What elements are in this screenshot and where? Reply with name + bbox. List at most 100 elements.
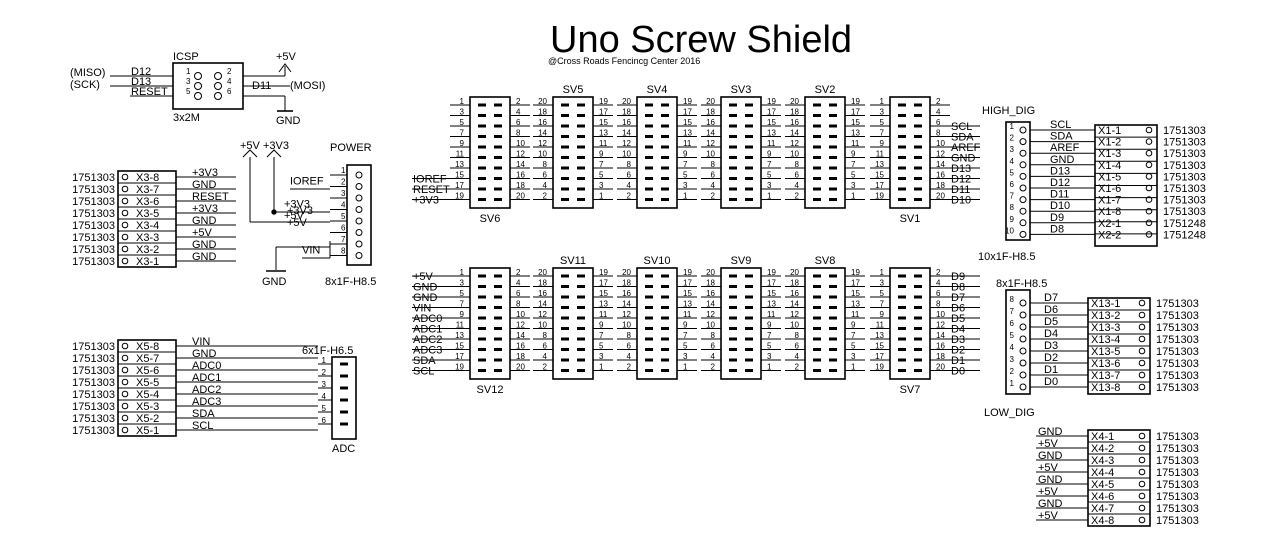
part-number: 1751303 [1156,334,1199,346]
pin-number: 3 [186,77,191,86]
net-label: ADC2 [192,384,221,396]
pin-number: 14 [516,160,525,169]
pin-circle [214,72,222,80]
pin-number: 1 [460,268,465,277]
pin-number: 4 [627,352,632,361]
pin-number: 8 [627,160,632,169]
terminal-name: X1-3 [1098,148,1121,160]
pin-number: 6 [227,87,232,96]
pin-number: 20 [622,97,631,106]
terminal-name: X3-7 [136,184,159,196]
pin-number: 7 [683,160,688,169]
terminal-name: X5-6 [136,365,159,377]
pin-number: 10 [516,139,525,148]
terminal-name: X4-7 [1091,503,1114,515]
pin-number: 6 [543,171,548,180]
pin-number: 11 [851,139,860,148]
terminal-name: X5-3 [136,401,159,413]
pin-number: 2 [936,268,941,277]
pin-number: 8 [543,331,548,340]
pin-number: 18 [936,352,945,361]
pin-number: 6 [322,416,327,425]
net-label: ADC1 [192,372,221,384]
net-label: D6 [1044,304,1058,316]
net-label: GND [1050,154,1075,166]
part-number: 1751303 [1163,148,1206,160]
header-body [636,96,678,209]
net-label: GND [192,179,217,191]
part-number: 1751303 [72,401,115,413]
pin-number: 5 [851,171,856,180]
net-label: RESET [131,86,168,98]
pin-number: 12 [790,310,799,319]
pin-number: 17 [599,279,608,288]
pin-number: 17 [455,181,464,190]
part-number: 1751303 [1156,431,1199,443]
terminal-name: X3-5 [136,208,159,220]
supply-symbol [278,63,292,73]
pin-number: 9 [599,321,604,330]
terminal-name: X13-4 [1091,334,1120,346]
net-label: ADC1 [413,324,442,336]
screw-icon [1138,432,1146,440]
pin-number: 2 [795,363,800,372]
pin-number: 20 [516,363,525,372]
pin-circle [1019,219,1027,227]
pin-number: 12 [790,139,799,148]
pin-number: 13 [599,129,608,138]
signal-note: (MOSI) [290,80,325,92]
pin-number: 14 [622,129,631,138]
pin-number: 9 [683,321,688,330]
terminal-name: X5-5 [136,377,159,389]
high-dig-value: 10x1F-H8.5 [978,251,1035,263]
net-label: GND [1038,426,1063,438]
pin-number: 15 [767,118,776,127]
screw-icon [1138,456,1146,464]
terminal-name: X4-5 [1091,479,1114,491]
pin-number: 5 [851,342,856,351]
net-label: IOREF [413,174,447,186]
terminal-name: X5-4 [136,389,159,401]
net-label: D13 [951,163,971,175]
net-label: +5V [284,210,305,222]
net-label: SCL [951,121,972,133]
pin-number: 20 [706,97,715,106]
pin-number: 2 [627,363,632,372]
net-label: D12 [131,66,151,78]
net-label: D9 [1050,212,1064,224]
pin-number: 9 [767,321,772,330]
pin-number: 6 [711,342,716,351]
pin-number: 19 [767,268,776,277]
pin-number: 18 [538,279,547,288]
net-label: D6 [951,303,965,315]
pin-number: 19 [455,363,464,372]
pin-number: 7 [460,129,465,138]
pin-number: 19 [683,97,692,106]
pin-circle [355,229,363,236]
net-label: VIN [413,303,431,315]
pin-number: 2 [1010,367,1015,376]
pin-number: 1 [851,363,856,372]
pin-number: 6 [795,171,800,180]
pin-number: 15 [875,171,884,180]
pin-number: 20 [538,97,547,106]
net-label: D4 [951,324,965,336]
terminal-name: X13-7 [1091,370,1120,382]
screw-icon [1145,196,1153,203]
pin-number: 3 [341,189,346,198]
pin-circle [1019,299,1027,307]
net-label: SCL [413,366,434,378]
pin-number: 5 [599,342,604,351]
screw-icon [1138,480,1146,488]
screw-icon [1138,335,1146,343]
header-body [469,96,511,209]
net-label: +5V [1038,438,1059,450]
header-name: SV10 [644,255,671,267]
net-label: VIN [302,245,320,257]
terminal-name: X4-8 [1091,515,1114,527]
pin-number: 10 [1005,226,1014,235]
pin-number: 5 [186,87,191,96]
schematic-title: Uno Screw Shield [550,19,852,61]
pin-number: 11 [456,321,465,330]
